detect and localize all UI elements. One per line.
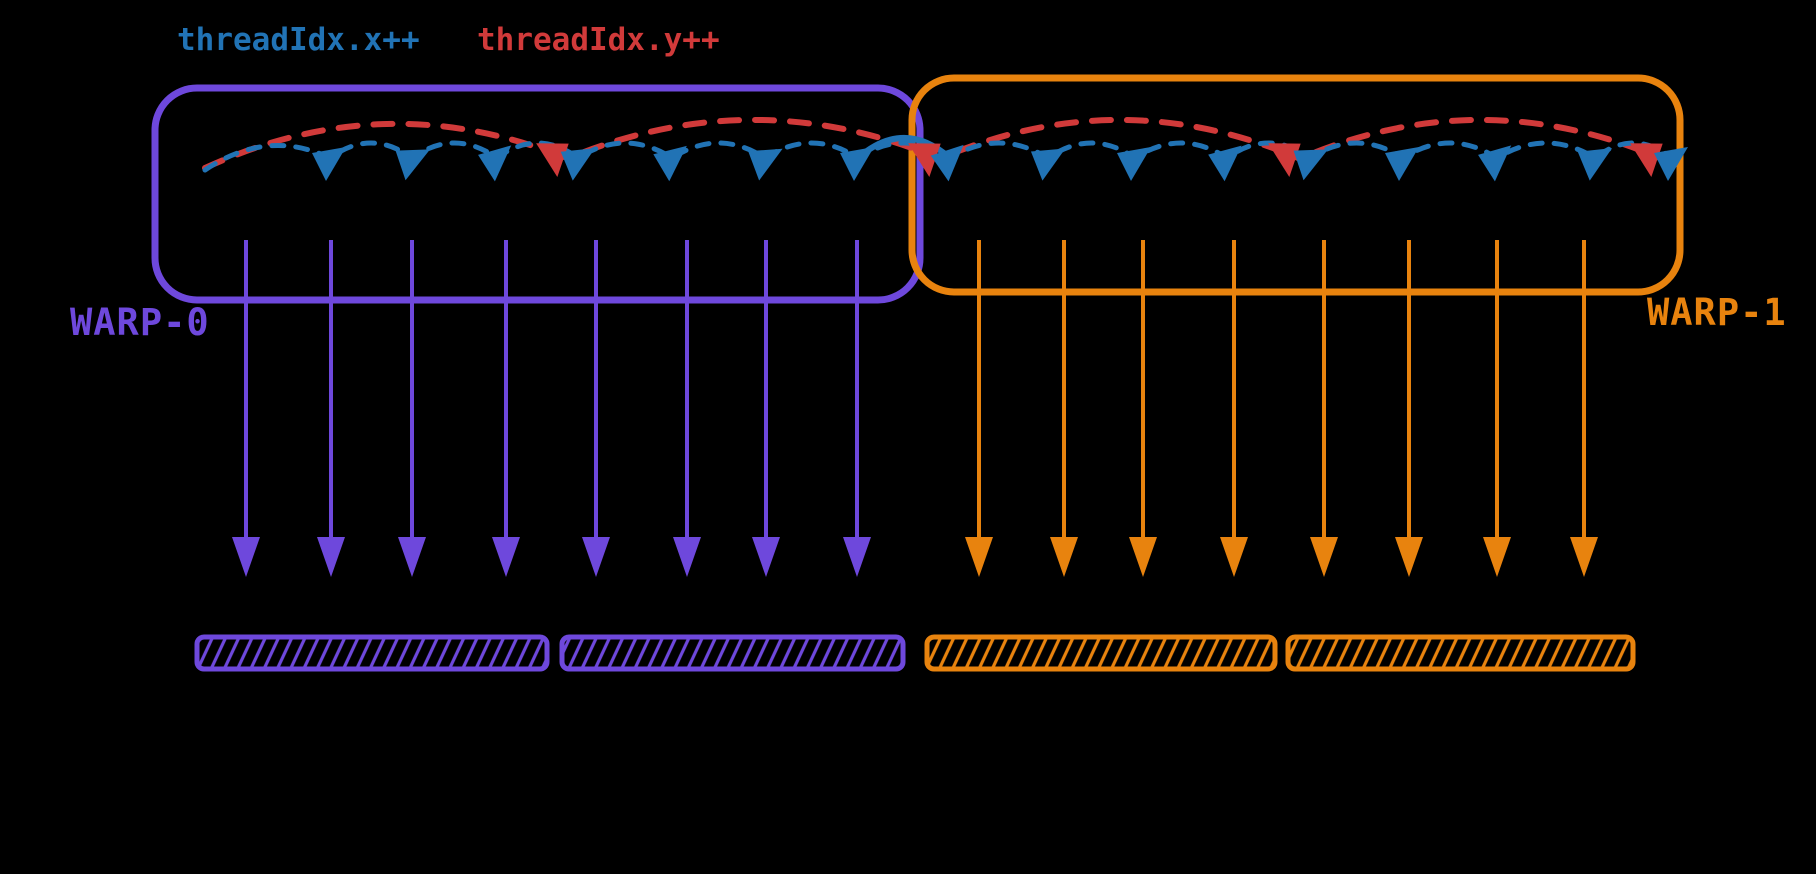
thread-arrow xyxy=(232,240,260,577)
blue-arrowhead xyxy=(1478,145,1512,182)
thread-arrow xyxy=(492,240,520,577)
memory-segments xyxy=(194,634,1636,672)
thread-arrow xyxy=(965,240,993,577)
memory-segment xyxy=(924,634,1278,672)
blue-arrowhead xyxy=(312,147,346,181)
blue-arrowhead xyxy=(395,149,431,181)
thread-arrow xyxy=(1220,240,1248,577)
memory-segment xyxy=(1285,634,1636,672)
red-arrowheads xyxy=(536,143,1663,178)
red-arrowhead xyxy=(536,143,569,178)
red-arc xyxy=(1313,117,1663,161)
thread-arrow xyxy=(752,240,780,577)
memory-segment xyxy=(559,634,906,672)
thread-arrow xyxy=(1129,240,1157,577)
thread-arrow xyxy=(673,240,701,577)
red-arrowhead xyxy=(908,143,941,178)
thread-arrow xyxy=(1050,240,1078,577)
warp1-label: WARP-1 xyxy=(1647,291,1787,334)
blue-arrowhead xyxy=(840,147,874,181)
blue-arrowhead xyxy=(1577,148,1613,181)
blue-arrowhead xyxy=(748,148,783,181)
thread-arrow xyxy=(582,240,610,577)
blue-arrowhead xyxy=(560,148,596,181)
warp0-thread-arrows xyxy=(232,240,871,577)
blue-arrowhead xyxy=(1117,147,1151,181)
blue-arrowhead xyxy=(1654,147,1688,181)
blue-arrowhead xyxy=(653,145,687,182)
memory-segment xyxy=(194,634,550,672)
warp0-label: WARP-0 xyxy=(70,301,210,344)
threadidx-x-label: threadIdx.x++ xyxy=(177,22,420,58)
thread-arrow xyxy=(1395,240,1423,577)
blue-arrowhead xyxy=(1208,145,1242,182)
thread-arrow xyxy=(1570,240,1598,577)
warp0-box xyxy=(151,84,924,304)
thread-arrow xyxy=(398,240,426,577)
red-arrowhead xyxy=(1630,143,1663,178)
thread-arrow xyxy=(1483,240,1511,577)
blue-arrowhead xyxy=(930,144,964,182)
thread-arrow xyxy=(317,240,345,577)
red-arrowhead xyxy=(1268,143,1301,178)
red-arc xyxy=(953,116,1301,161)
blue-arrowhead xyxy=(1293,149,1329,181)
blue-arrowhead xyxy=(1385,147,1419,181)
thread-arrow xyxy=(1310,240,1338,577)
warp1-box xyxy=(908,74,1684,296)
blue-arrowhead xyxy=(1030,148,1066,181)
thread-arrow xyxy=(843,240,871,577)
warp1-thread-arrows xyxy=(965,240,1598,577)
threadidx-y-label: threadIdx.y++ xyxy=(477,22,720,58)
thread-node-arrowheads xyxy=(312,144,1688,182)
blue-arrowhead xyxy=(478,145,512,182)
